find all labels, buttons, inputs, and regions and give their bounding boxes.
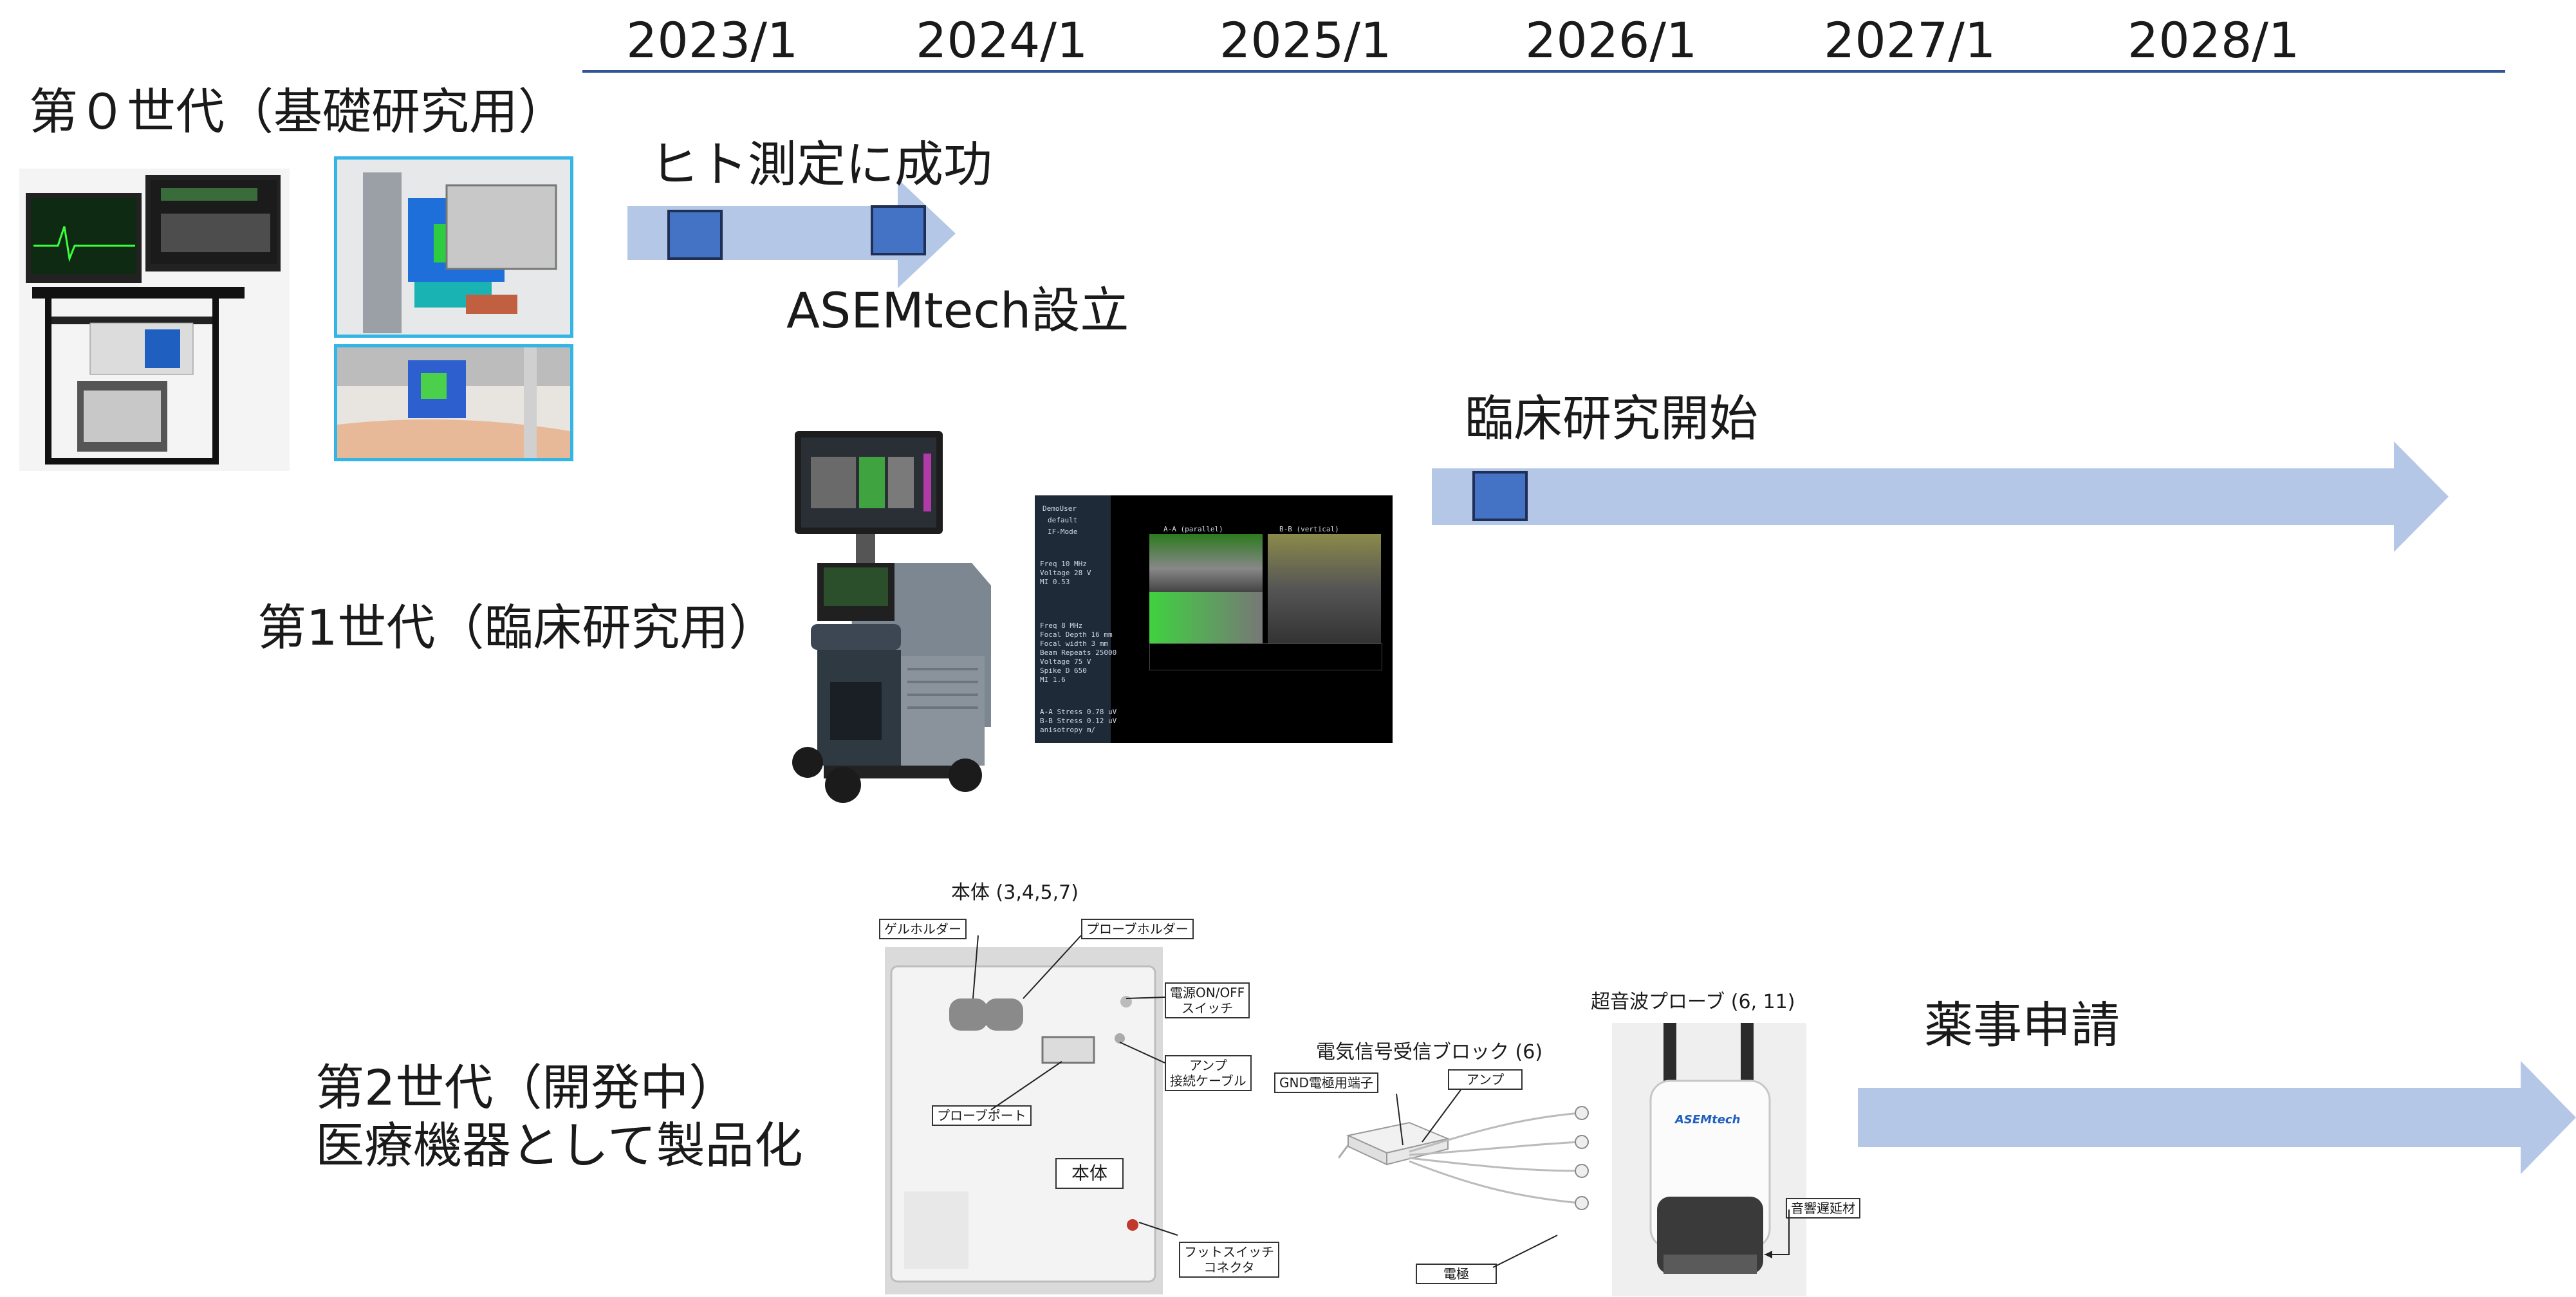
gen2-title-line1: 第2世代（開発中） [315, 1059, 738, 1116]
gen0-probe-photo [334, 156, 573, 338]
screen-user: DemoUser [1042, 504, 1077, 513]
screen-param: MI 1.6 [1040, 676, 1066, 684]
label-power-switch-line2: スイッチ [1181, 1000, 1234, 1016]
year-label-2024: 2024/1 [916, 12, 1088, 69]
label-foot-switch-line2: コネクタ [1203, 1260, 1255, 1275]
screen-panel-b [1268, 534, 1381, 643]
year-label-2026: 2026/1 [1525, 12, 1698, 69]
screen-result: B-B Stress 0.12 uV [1040, 717, 1117, 725]
screen-param: Beam Repeats 25000 [1040, 648, 1117, 657]
screen-result: anisotropy m/ [1040, 726, 1096, 734]
gen2-timeline-arrow [1858, 1061, 2576, 1174]
screen-mode: IF-Mode [1048, 528, 1078, 536]
gen1-software-screen: DemoUser default IF-Mode Freq 10 MHz Vol… [1035, 495, 1393, 743]
milestone-marker-human-measurement [667, 210, 723, 260]
screen-panel-a [1149, 534, 1263, 592]
receiver-leader-lines [1396, 1089, 1558, 1268]
screen-panel-a-label: A-A (parallel) [1163, 525, 1223, 533]
milestone-company-founded: ASEMtech設立 [786, 282, 1129, 339]
label-amp: アンプ [1448, 1069, 1523, 1090]
year-label-2023: 2023/1 [626, 12, 799, 69]
label-amp-cable-line1: アンプ [1189, 1058, 1227, 1073]
label-amp-cable-line2: 接続ケーブル [1170, 1073, 1246, 1089]
timeline-axis [582, 70, 2505, 73]
screen-param: MI 0.53 [1040, 578, 1070, 586]
screen-param: Spike D 650 [1040, 667, 1087, 675]
screen-param: Voltage 28 V [1040, 569, 1091, 577]
label-probe-holder: プローブホルダー [1081, 919, 1194, 939]
screen-param: Voltage 75 V [1040, 658, 1091, 666]
year-label-2028: 2028/1 [2127, 12, 2300, 69]
gen1-title: 第1世代（臨床研究用） [257, 599, 778, 656]
screen-panel-b-label: B-B (vertical) [1279, 525, 1339, 533]
probe-brand-label: ASEMtech [1675, 1113, 1741, 1127]
label-probe-port: プローブポート [932, 1105, 1032, 1126]
milestone-regulatory-filing: 薬事申請 [1924, 997, 2120, 1054]
screen-param: Freq 10 MHz [1040, 560, 1087, 568]
gen1-timeline-arrow [1432, 441, 2449, 552]
screen-sidebar [1035, 495, 1111, 743]
label-gnd-terminal: GND電極用端子 [1274, 1072, 1378, 1093]
gen0-arm-photo [334, 344, 573, 461]
probe-caption: 超音波プローブ (6, 11) [1591, 991, 1795, 1013]
label-foot-switch-line1: フットスイッチ [1184, 1244, 1274, 1260]
label-electrode: 電極 [1416, 1264, 1497, 1284]
screen-param: Focal Depth 16 mm [1040, 630, 1113, 639]
milestone-human-measurement: ヒト測定に成功 [650, 136, 992, 193]
gen2-probe-image [1612, 1023, 1806, 1296]
screen-panel-a-lower [1149, 592, 1263, 643]
milestone-marker-clinical-study [1472, 471, 1528, 521]
label-foot-switch: フットスイッチ コネクタ [1179, 1242, 1279, 1278]
milestone-marker-company-founded [871, 205, 926, 255]
screen-param: Freq 8 MHz [1040, 621, 1083, 630]
main-unit-caption: 本体 (3,4,5,7) [951, 881, 1079, 904]
screen-profile: default [1048, 516, 1078, 524]
year-label-2027: 2027/1 [1824, 12, 1996, 69]
label-power-switch-line1: 電源ON/OFF [1170, 985, 1245, 1000]
receiver-caption: 電気信号受信ブロック (6) [1316, 1041, 1543, 1063]
gen0-workstation-image [19, 169, 290, 471]
screen-param: Focal width 3 mm [1040, 639, 1108, 648]
label-power-switch: 電源ON/OFF スイッチ [1165, 982, 1250, 1018]
probe-leader-line [1765, 1210, 1790, 1258]
screen-signal-area [1149, 643, 1382, 670]
label-amp-cable: アンプ 接続ケーブル [1165, 1055, 1252, 1091]
label-gel-holder: ゲルホルダー [879, 919, 967, 939]
milestone-clinical-study: 臨床研究開始 [1465, 390, 1758, 447]
year-label-2025: 2025/1 [1219, 12, 1392, 69]
gen2-receiver-image [1339, 1074, 1596, 1267]
gen0-title: 第０世代（基礎研究用） [29, 83, 567, 140]
label-delay-material: 音響遅延材 [1786, 1198, 1860, 1219]
gen1-cart-image [792, 431, 991, 803]
gen2-title-line2: 医療機器として製品化 [315, 1117, 803, 1174]
main-unit-label: 本体 [1055, 1158, 1124, 1189]
main-unit-leader-lines [972, 935, 1178, 1236]
screen-result: A-A Stress 0.78 uV [1040, 708, 1117, 716]
